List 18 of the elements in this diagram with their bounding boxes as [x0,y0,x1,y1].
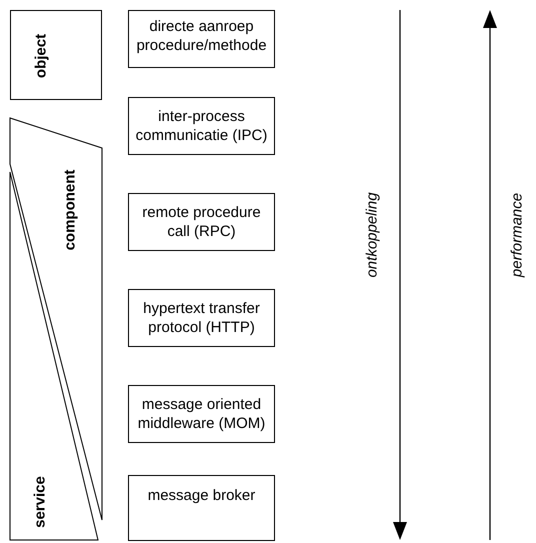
box-label: inter-process communicatie (IPC) [134,107,268,146]
process-box [128,97,275,155]
process-box [128,193,275,251]
process-box [128,385,275,443]
process-box [128,289,275,347]
box-label: hypertext transfer protocol (HTTP) [142,299,261,338]
arrow-label: ontkoppeling [364,192,380,278]
box-label: message broker [148,486,256,506]
process-box [128,475,275,541]
box-label: directe aanroep procedure/methode [135,17,268,56]
arrow-label: performance [508,192,526,278]
box-label: remote procedure call (RPC) [141,203,262,242]
process-box [128,10,275,68]
layer-label: component [62,170,78,250]
box-label: message oriented middleware (MOM) [136,395,266,434]
layer-label: object [32,34,50,78]
layer-box [10,10,102,100]
layer-label: service [32,476,48,528]
